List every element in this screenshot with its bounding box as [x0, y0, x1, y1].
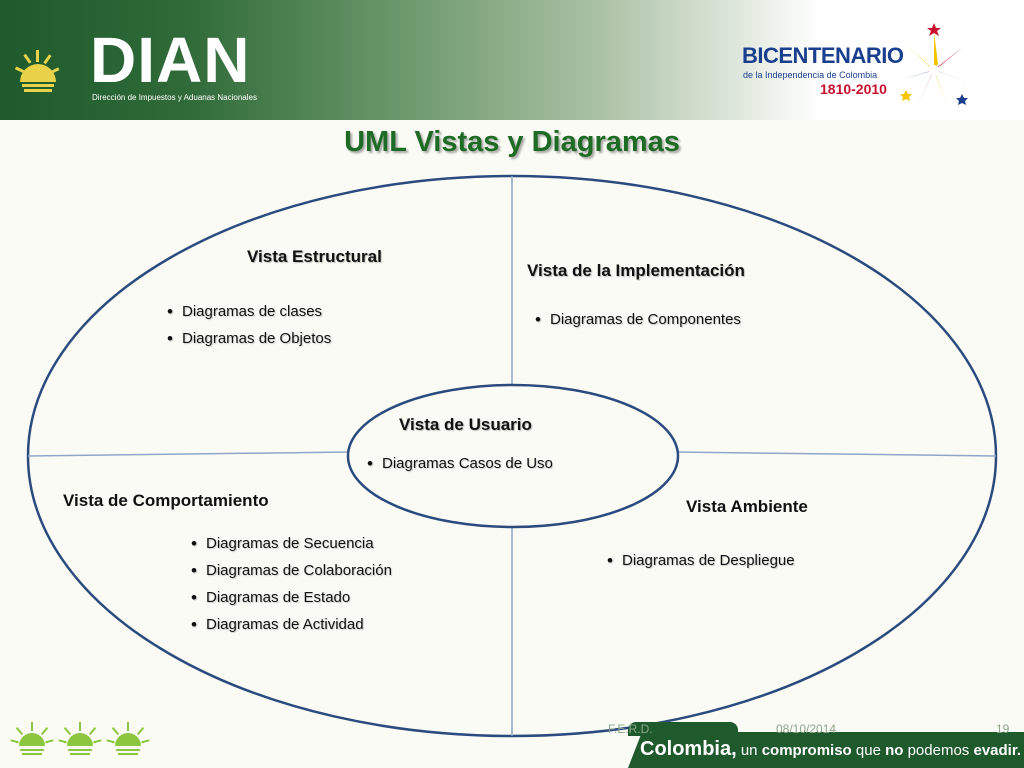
footer-suns-decoration-icon: [10, 722, 150, 755]
list-item: •Diagramas de Estado: [191, 584, 392, 611]
list-vista-comportamiento: •Diagramas de Secuencia •Diagramas de Co…: [191, 530, 392, 638]
bicentenario-years: 1810-2010: [820, 81, 887, 97]
horizontal-divider-left: [27, 451, 351, 457]
slogan-podemos: podemos: [907, 742, 970, 759]
footer-author: F.E.R.D.: [608, 722, 653, 736]
bullet-icon: •: [191, 615, 197, 634]
footer-slogan: Colombia, un compromiso que no podemos e…: [640, 738, 1021, 761]
label-vista-usuario: Vista de Usuario: [399, 415, 532, 434]
bicentenario-title: BICENTENARIO: [742, 43, 904, 68]
slogan-un: un: [740, 742, 758, 759]
header-banner: DIAN Dirección de Impuestos y Aduanas Na…: [0, 0, 1024, 120]
bullet-icon: •: [167, 302, 173, 321]
dian-subtitle: Dirección de Impuestos y Aduanas Naciona…: [92, 93, 257, 102]
bullet-icon: •: [191, 534, 197, 553]
bullet-icon: •: [535, 310, 541, 329]
label-vista-estructural: Vista Estructural: [247, 247, 382, 266]
list-item: •Diagramas de Despliegue: [607, 547, 795, 574]
footer-bar: [628, 732, 1024, 768]
list-item: •Diagramas de Objetos: [167, 325, 331, 352]
bullet-icon: •: [191, 561, 197, 580]
horizontal-divider-right: [675, 451, 997, 457]
list-item: •Diagramas Casos de Uso: [367, 450, 553, 477]
label-vista-implementacion: Vista de la Implementación: [527, 261, 745, 280]
dian-sun-logo-icon: [14, 26, 78, 98]
bicentenario-star-emblem-icon: [900, 23, 968, 106]
list-item: •Diagramas de Actividad: [191, 611, 392, 638]
list-vista-usuario: •Diagramas Casos de Uso: [367, 450, 553, 477]
list-vista-ambiente: •Diagramas de Despliegue: [607, 547, 795, 574]
list-item: •Diagramas de Colaboración: [191, 557, 392, 584]
footer-page-number: 19: [996, 722, 1010, 736]
bullet-icon: •: [191, 588, 197, 607]
label-vista-comportamiento: Vista de Comportamiento: [63, 491, 269, 510]
dian-wordmark: DIAN: [90, 24, 251, 96]
bullet-icon: •: [607, 551, 613, 570]
list-vista-implementacion: •Diagramas de Componentes: [535, 306, 741, 333]
slide-title: UML Vistas y Diagramas: [344, 126, 680, 158]
slogan-compromiso: compromiso: [761, 742, 852, 759]
slogan-colombia: Colombia,: [640, 738, 737, 760]
footer-date: 08/10/2014: [776, 722, 837, 736]
slogan-que: que: [855, 742, 881, 759]
label-vista-ambiente: Vista Ambiente: [686, 497, 808, 516]
bullet-icon: •: [167, 329, 173, 348]
list-item: •Diagramas de clases: [167, 298, 331, 325]
list-item: •Diagramas de Componentes: [535, 306, 741, 333]
slogan-evadir: evadir.: [973, 742, 1022, 759]
list-vista-estructural: •Diagramas de clases •Diagramas de Objet…: [167, 298, 331, 352]
bicentenario-subtitle: de la Independencia de Colombia: [743, 70, 878, 80]
slogan-no: no: [885, 742, 904, 759]
list-item: •Diagramas de Secuencia: [191, 530, 392, 557]
center-ellipse: [346, 383, 680, 529]
bullet-icon: •: [367, 454, 373, 473]
